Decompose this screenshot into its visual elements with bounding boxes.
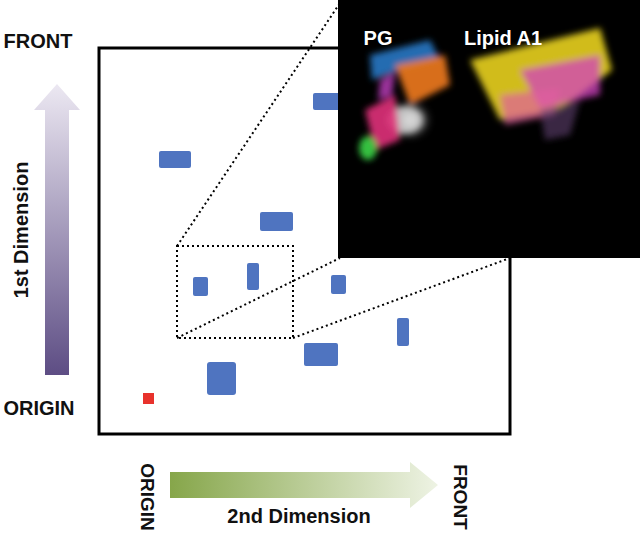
axis-end-label: ORIGIN (3, 398, 74, 418)
imaging-inset (338, 0, 640, 258)
zoom-leader (177, 3, 340, 246)
origin-spot (143, 393, 154, 404)
axis-end-label: FRONT (4, 31, 73, 51)
axis-end-label: ORIGIN (138, 463, 157, 531)
zoom-box (177, 246, 293, 338)
zoom-leader (293, 258, 510, 338)
lipid-label: PG (364, 28, 393, 48)
zoom-leader (177, 258, 340, 338)
axis-title: 1st Dimension (11, 162, 31, 299)
axis-end-label: FRONT (451, 464, 470, 529)
dimension-arrow (170, 462, 438, 508)
lipid-label: Lipid A1 (464, 28, 542, 48)
dimension-arrow (34, 84, 80, 375)
axis-title: 2nd Dimension (227, 506, 370, 526)
